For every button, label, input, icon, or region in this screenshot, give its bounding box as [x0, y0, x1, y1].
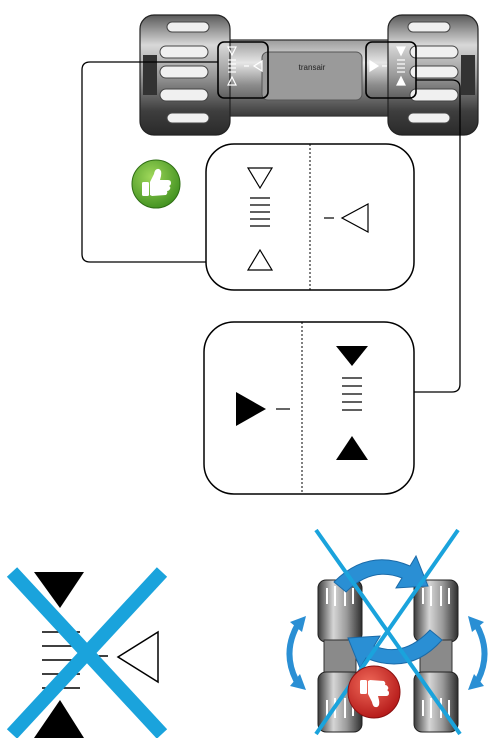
detail-box-right [203, 321, 415, 495]
connector-lines [81, 61, 461, 393]
thumbs-down-icon [347, 665, 401, 719]
coupling-top: transair [139, 14, 479, 136]
detail-box-correct [205, 143, 415, 291]
cross-mark-icon [6, 567, 168, 738]
outline-triangle-down-icon [246, 167, 274, 190]
solid-triangle-right-icon [236, 392, 266, 426]
wrong-rotation-example [286, 528, 488, 736]
solid-triangle-down-icon [336, 346, 368, 366]
rotate-arrows-icon [333, 554, 443, 670]
thumbs-up-icon [131, 159, 181, 209]
wrong-indicator-example [6, 567, 168, 738]
solid-triangle-up-icon [336, 436, 368, 460]
coupling-brand-label: transair [299, 63, 326, 72]
outline-triangle-up-icon [246, 248, 274, 271]
cross-mark-icon [314, 528, 462, 736]
outline-triangle-left-icon [340, 202, 369, 234]
